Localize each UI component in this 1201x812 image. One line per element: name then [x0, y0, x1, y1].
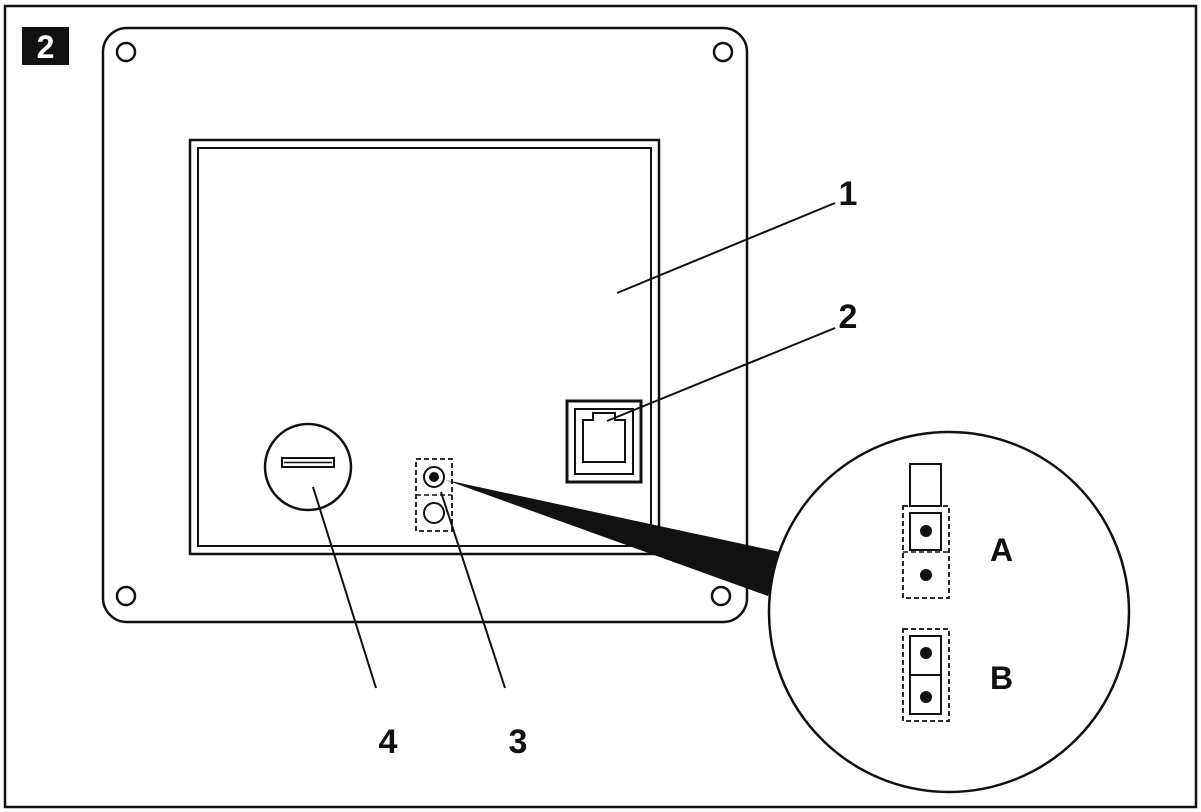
screw-hole-bottom-right: [710, 585, 732, 607]
zoom-wedge: [446, 480, 780, 596]
screw-hole-top-left: [115, 41, 137, 63]
callout-1: 1: [839, 175, 858, 213]
leader-line-4: [312, 486, 377, 689]
callout-2: 2: [839, 298, 858, 336]
jumper-small: [415, 458, 453, 532]
leader-line-3: [440, 491, 506, 689]
mounting-plate: [101, 26, 749, 624]
label-position-a: A: [990, 532, 1013, 568]
detail-magnifier: [767, 430, 1131, 794]
screw-hole-bottom-left: [115, 585, 137, 607]
jumper-position-b: [902, 628, 950, 722]
screw-hole-top-right: [712, 41, 734, 63]
figure-number-badge: [22, 27, 69, 65]
round-cover: [263, 422, 353, 512]
callout-4: 4: [379, 723, 398, 761]
jumper-position-a: [902, 463, 950, 599]
panel-inner-border: [197, 147, 652, 547]
figure-frame: [3, 4, 1198, 809]
leader-line-1: [616, 202, 836, 294]
callout-3: 3: [509, 723, 528, 761]
label-position-b: B: [990, 660, 1013, 696]
connector-socket: [565, 399, 643, 484]
leader-line-2: [606, 327, 836, 422]
figure-number: 2: [37, 29, 55, 65]
panel-outer-border: [188, 138, 661, 556]
